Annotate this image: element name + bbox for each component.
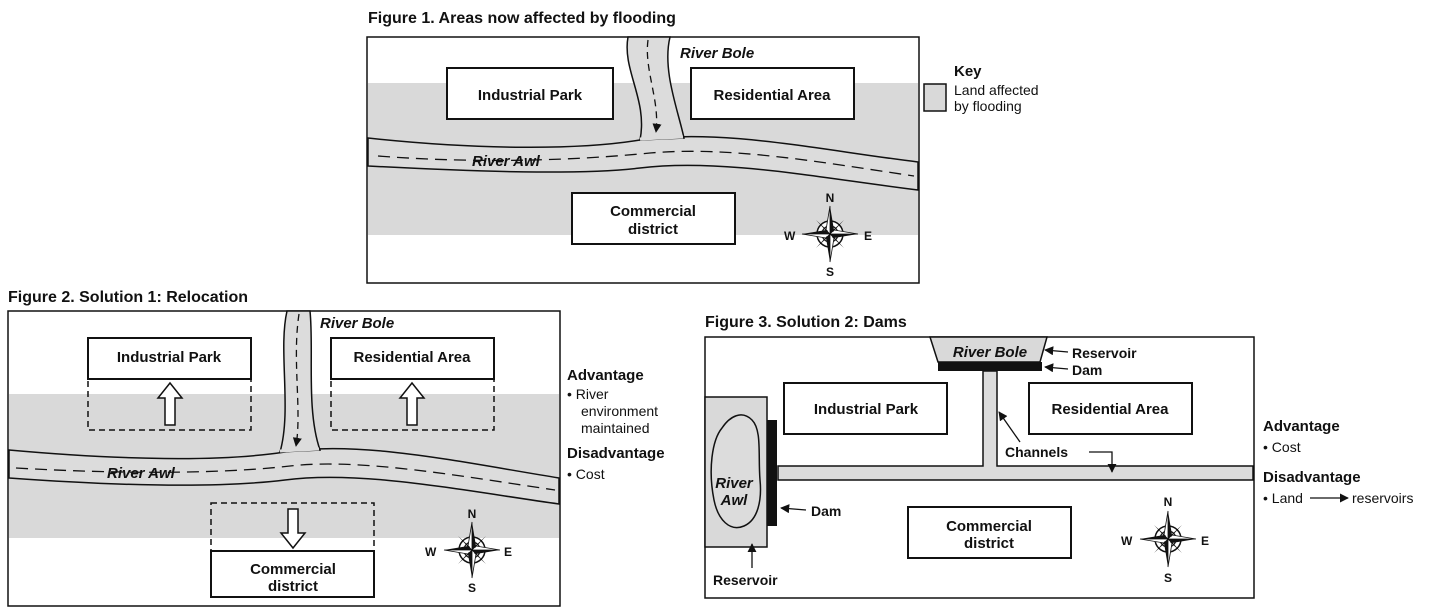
figure1-river-bole	[626, 36, 685, 141]
figure3-left-dam	[767, 420, 777, 526]
figure2-title: Figure 2. Solution 1: Relocation	[8, 289, 249, 306]
figure3-reservoir-left-label: Reservoir	[713, 572, 778, 588]
figure3-title: Figure 3. Solution 2: Dams	[705, 314, 907, 331]
figure1-compass-e: E	[864, 229, 872, 243]
figure1-commercial-district	[571, 192, 736, 245]
figure2-advantage-line-2: environment	[581, 403, 658, 419]
figure3-channels-label: Channels	[1005, 444, 1068, 460]
figure3-river-bole-label: River Bole	[953, 344, 1027, 361]
figure3-dam-left-label: Dam	[811, 503, 841, 519]
figure3-industrial-park	[783, 382, 948, 435]
figure2-compass-s: S	[468, 581, 476, 595]
figure2-compass-n: N	[468, 507, 477, 521]
figure3-compass-e: E	[1201, 534, 1209, 548]
figure2-river-awl	[8, 447, 560, 505]
figure2-river-bole-label: River Bole	[320, 315, 394, 332]
figure3-advantage-heading: Advantage	[1263, 418, 1340, 435]
figure3-dam-top-label: Dam	[1072, 362, 1102, 378]
figure1-compass-s: S	[826, 265, 834, 279]
figure3-channels	[777, 370, 1254, 481]
figure1-industrial-park	[446, 67, 614, 120]
figure2-disadvantage-line-1: • Cost	[567, 466, 605, 482]
figure2-compass-w: W	[425, 545, 437, 559]
key-label-1: Land affected	[954, 82, 1039, 98]
figure2-advantage-line-1: • River	[567, 386, 609, 402]
figure2-river-awl-label: River Awl	[107, 465, 176, 482]
figure2-bole-flow-line	[292, 313, 302, 447]
figure3-map: River Bole River Awl Industrial Park Res…	[704, 336, 1413, 599]
figure1-compass-w: W	[784, 229, 796, 243]
figure3-river-awl-label-1: River	[715, 475, 754, 492]
figure1-river-awl-label: River Awl	[472, 153, 541, 170]
figure3-compass-n: N	[1164, 495, 1173, 509]
figure1-commercial-label-1: Commercial	[610, 203, 696, 220]
figure1-commercial-label-2: district	[628, 221, 678, 238]
figure1-river-bole-label: River Bole	[680, 45, 754, 62]
key-swatch	[923, 83, 947, 112]
figure2-awl-flow-line	[15, 463, 556, 491]
figure2-advantage-heading: Advantage	[567, 367, 644, 384]
figure3-river-awl-label-2: Awl	[720, 492, 749, 509]
figure3-advantage-line-1: • Cost	[1263, 439, 1301, 455]
figure1-title: Figure 1. Areas now affected by flooding	[368, 10, 676, 27]
figure2-industrial-label: Industrial Park	[117, 349, 222, 366]
figure3-compass-s: S	[1164, 571, 1172, 585]
figure2-commercial-label-1: Commercial	[250, 561, 336, 578]
figure1-residential-label: Residential Area	[714, 87, 832, 104]
figure3-disadvantage-reservoirs: reservoirs	[1352, 490, 1413, 506]
key-label-2: by flooding	[954, 98, 1022, 114]
figure3-compass-w: W	[1121, 534, 1133, 548]
figure3-river-awl-lake	[710, 414, 762, 529]
figure1-compass-n: N	[826, 191, 835, 205]
figure1-residential-area	[690, 67, 855, 120]
figure3-commercial-district	[907, 506, 1072, 559]
figure3-industrial-label: Industrial Park	[814, 401, 919, 418]
figure2-industrial-park	[87, 337, 252, 380]
figure1-river-awl	[367, 135, 919, 191]
figure2-commercial-district	[210, 550, 375, 598]
figure3-commercial-label-1: Commercial	[946, 518, 1032, 535]
figure2-industrial-move-arrow	[156, 381, 184, 426]
figure3-reservoir-top-label: Reservoir	[1072, 345, 1137, 361]
figure1-industrial-label: Industrial Park	[478, 87, 583, 104]
figure1-map: Industrial Park Residential Area Commerc…	[366, 36, 1039, 284]
figure2-residential-label: Residential Area	[354, 349, 472, 366]
figure1-awl-flow-line	[377, 150, 915, 177]
figure2-commercial-move-arrow	[279, 508, 307, 550]
figure2-advantage-line-3: maintained	[581, 420, 650, 436]
figure2-residential-move-arrow	[398, 381, 426, 426]
figure3-commercial-label-2: district	[964, 535, 1014, 552]
figure3-disadvantage-heading: Disadvantage	[1263, 469, 1361, 486]
key-title: Key	[954, 63, 982, 80]
figure2-map: Industrial Park Residential Area Commerc…	[7, 310, 665, 607]
figure3-residential-area	[1028, 382, 1193, 435]
figure2-disadvantage-heading: Disadvantage	[567, 445, 665, 462]
figure3-disadvantage-land: • Land	[1263, 490, 1303, 506]
figure3-residential-label: Residential Area	[1052, 401, 1170, 418]
figure2-commercial-label-2: district	[268, 578, 318, 595]
figure3-top-dam	[938, 362, 1042, 371]
figure2-compass-e: E	[504, 545, 512, 559]
